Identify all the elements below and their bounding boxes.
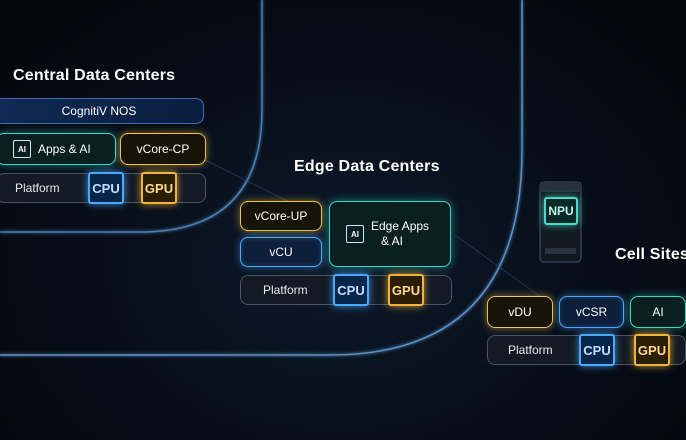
cell-gpu-label: GPU	[637, 342, 667, 358]
vcu-box: vCU	[240, 237, 322, 267]
edge-gpu-chip: GPU	[388, 274, 424, 306]
vdu-box: vDU	[487, 296, 553, 328]
npu-chip: NPU	[544, 197, 578, 225]
cell-cpu-label: CPU	[583, 342, 611, 358]
edge-apps-label: Edge Apps	[371, 219, 430, 233]
central-title: Central Data Centers	[13, 67, 176, 84]
vcore-cp-box: vCore-CP	[120, 133, 206, 165]
vcore-up-label: vCore-UP	[254, 209, 308, 223]
cell-platform-label: Platform	[508, 343, 553, 357]
central-cpu-label: CPU	[92, 180, 120, 196]
central-gpu-chip: GPU	[141, 172, 177, 204]
edge-ai-label: & AI	[381, 234, 404, 248]
edge-region-boundary	[0, 0, 523, 356]
central-platform-label: Platform	[15, 181, 60, 195]
cell-gpu-chip: GPU	[634, 334, 670, 366]
vcsr-box: vCSR	[559, 296, 624, 328]
ai-chip-icon: AI	[13, 140, 31, 158]
cell-ai-box: AI	[630, 296, 686, 328]
vcore-cp-label: vCore-CP	[136, 142, 190, 156]
edge-cpu-label: CPU	[337, 282, 365, 298]
edge-apps-ai-box: AI Edge Apps & AI	[329, 201, 451, 267]
apps-ai-box: AI Apps & AI	[0, 133, 116, 165]
vcsr-label: vCSR	[575, 305, 608, 319]
cell-cpu-chip: CPU	[579, 334, 615, 366]
edge-cpu-chip: CPU	[333, 274, 369, 306]
central-gpu-label: GPU	[144, 180, 174, 196]
edge-title: Edge Data Centers	[294, 158, 440, 175]
cognitiv-nos-bar: CognitiV NOS	[0, 98, 204, 124]
vdu-label: vDU	[508, 305, 532, 319]
npu-label: NPU	[548, 204, 574, 218]
ai-chip-icon: AI	[346, 225, 364, 243]
edge-gpu-label: GPU	[391, 282, 421, 298]
vcu-label: vCU	[269, 245, 293, 259]
cell-ai-label: AI	[652, 305, 664, 319]
central-region-boundary	[0, 0, 263, 233]
cognitiv-nos-label: CognitiV NOS	[61, 104, 137, 118]
cell-sites-title: Cell Sites	[615, 246, 686, 263]
vcore-up-box: vCore-UP	[240, 201, 322, 231]
edge-platform-label: Platform	[263, 283, 308, 297]
apps-ai-label: Apps & AI	[38, 142, 91, 156]
central-cpu-chip: CPU	[88, 172, 124, 204]
edge-apps-ai-text: Edge Apps & AI	[371, 219, 429, 249]
